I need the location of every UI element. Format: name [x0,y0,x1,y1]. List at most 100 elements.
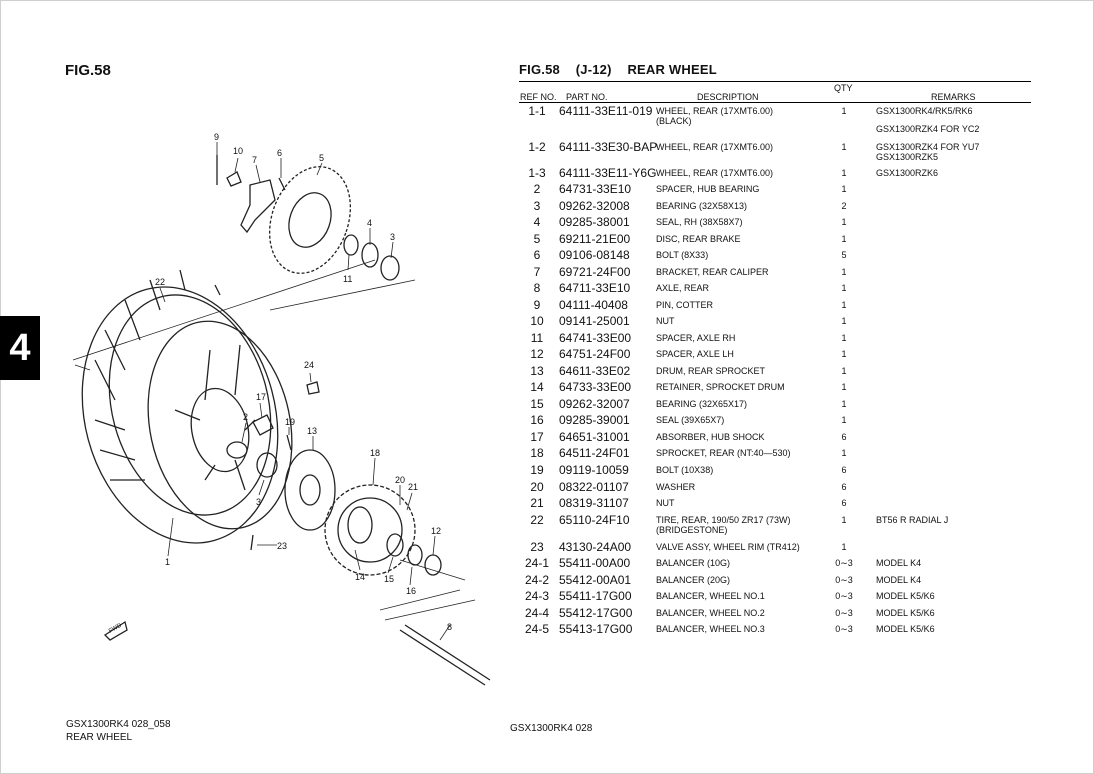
quantity: 1 [841,300,847,310]
ref-number: 23 [530,540,544,554]
axle-drawing [399,624,491,686]
callout-22: 22 [155,277,165,287]
description-line: SEAL (39X65X7) [656,415,725,425]
description-line: WHEEL, REAR (17XMT6.00) [656,106,774,116]
table-code: (J-12) [575,62,612,77]
ref-number: 8 [533,281,541,295]
description: WHEEL, REAR (17XMT6.00)(BLACK) [656,106,773,126]
quantity: 0∼3 [835,624,853,634]
quantity: 1 [841,415,847,425]
description-line: SPACER, HUB BEARING [656,184,760,194]
ref-number: 19 [530,463,544,477]
header-description: DESCRIPTION [697,92,759,102]
description-line: TIRE, REAR, 190/50 ZR17 (73W) [656,515,791,525]
callout-4: 4 [367,218,372,228]
callout-7: 7 [252,155,257,165]
description: DRUM, REAR SPROCKET [656,366,765,376]
footer-section-name: REAR WHEEL [66,732,133,743]
remarks-extra: GSX1300RZK4 FOR YC2 [876,124,980,134]
quantity: 1 [841,168,847,178]
quantity: 6 [841,432,847,442]
part-number: 55411-17G00 [559,589,632,603]
ref-number: 18 [530,446,544,460]
remarks: MODEL K4 [876,575,921,585]
description: WHEEL, REAR (17XMT6.00) [656,168,773,178]
part-number: 09262-32008 [559,199,630,213]
part-number: 55412-00A01 [559,573,632,587]
remarks-line: MODEL K5/K6 [876,624,935,634]
ref-number: 12 [530,347,544,361]
remarks-line: GSX1300RK4/RK5/RK6 [876,106,973,116]
callout-19: 19 [285,417,295,427]
quantity: 5 [841,250,847,260]
description: BALANCER, WHEEL NO.3 [656,624,765,634]
footer-center: GSX1300RK4 028 [510,723,593,734]
quantity: 1 [841,515,847,525]
description: NUT [656,316,675,326]
description-line: BALANCER, WHEEL NO.3 [656,624,765,634]
part-number: 64733-33E00 [559,380,632,394]
quantity: 2 [841,201,847,211]
callout-23: 23 [277,541,287,551]
quantity: 1 [841,382,847,392]
description: SPACER, AXLE LH [656,349,734,359]
description-line: SPROCKET, REAR (NT:40—530) [656,448,791,458]
description-line: BEARING (32X58X13) [656,201,748,211]
header-rule-bottom [519,102,1031,103]
part-number: 64611-33E02 [559,364,631,378]
description: BEARING (32X65X17) [656,399,747,409]
section-tab: 4 [0,316,40,380]
description-line: BOLT (10X38) [656,465,714,475]
ref-number: 2 [533,182,541,196]
description: VALVE ASSY, WHEEL RIM (TR412) [656,542,800,552]
ref-number: 24-2 [524,573,550,587]
ref-number: 11 [530,331,544,345]
callout-14: 14 [355,572,365,582]
callout-1: 1 [165,557,170,567]
wheel-rim-drawing [147,320,293,530]
part-number: 09285-38001 [559,215,630,229]
callout-9: 9 [214,132,219,142]
quantity: 1 [841,448,847,458]
figure-label: FIG.58 [65,62,111,79]
callout-6: 6 [277,148,282,158]
description-line: SEAL, RH (38X58X7) [656,217,743,227]
quantity: 1 [841,142,847,152]
part-number: 65110-24F10 [559,513,630,527]
remarks: GSX1300RZK6 [876,168,938,178]
ref-number: 3 [533,199,541,213]
description-line-2: (BLACK) [656,116,692,126]
quantity: 6 [841,465,847,475]
description-line: NUT [656,498,675,508]
remarks-line: MODEL K4 [876,558,922,568]
callout-3b: 3 [256,497,261,507]
quantity: 6 [841,498,847,508]
tire-drawing [81,286,279,544]
description: WASHER [656,482,695,492]
description: RETAINER, SPROCKET DRUM [656,382,785,392]
callout-16: 16 [406,586,416,596]
ref-number: 10 [530,314,544,328]
description-line: WASHER [656,482,696,492]
callout-12: 12 [431,526,441,536]
callout-13: 13 [307,426,317,436]
ref-number: 24-1 [524,556,550,570]
part-number: 64111-33E11-Y6G [559,166,657,180]
description: BRACKET, REAR CALIPER [656,267,769,277]
header-rule-top [519,81,1031,82]
description: SPROCKET, REAR (NT:40—530) [656,448,791,458]
quantity: 1 [841,399,847,409]
description-line: BALANCER, WHEEL NO.2 [656,608,765,618]
part-number: 64731-33E10 [559,182,632,196]
description: PIN, COTTER [656,300,713,310]
part-number: 09119-10059 [559,463,629,477]
quantity: 6 [841,482,847,492]
callout-21: 21 [408,482,418,492]
ref-number: 5 [533,232,541,246]
ref-number: 1-2 [528,140,546,154]
ref-number: 1-3 [528,166,546,180]
description: BALANCER (10G) [656,558,730,568]
ref-number: 22 [530,513,544,527]
callout-8: 8 [447,622,452,632]
rear-wheel-exploded-diagram: 9 10 7 6 5 4 3 11 22 24 2 17 19 13 18 20… [72,132,491,686]
